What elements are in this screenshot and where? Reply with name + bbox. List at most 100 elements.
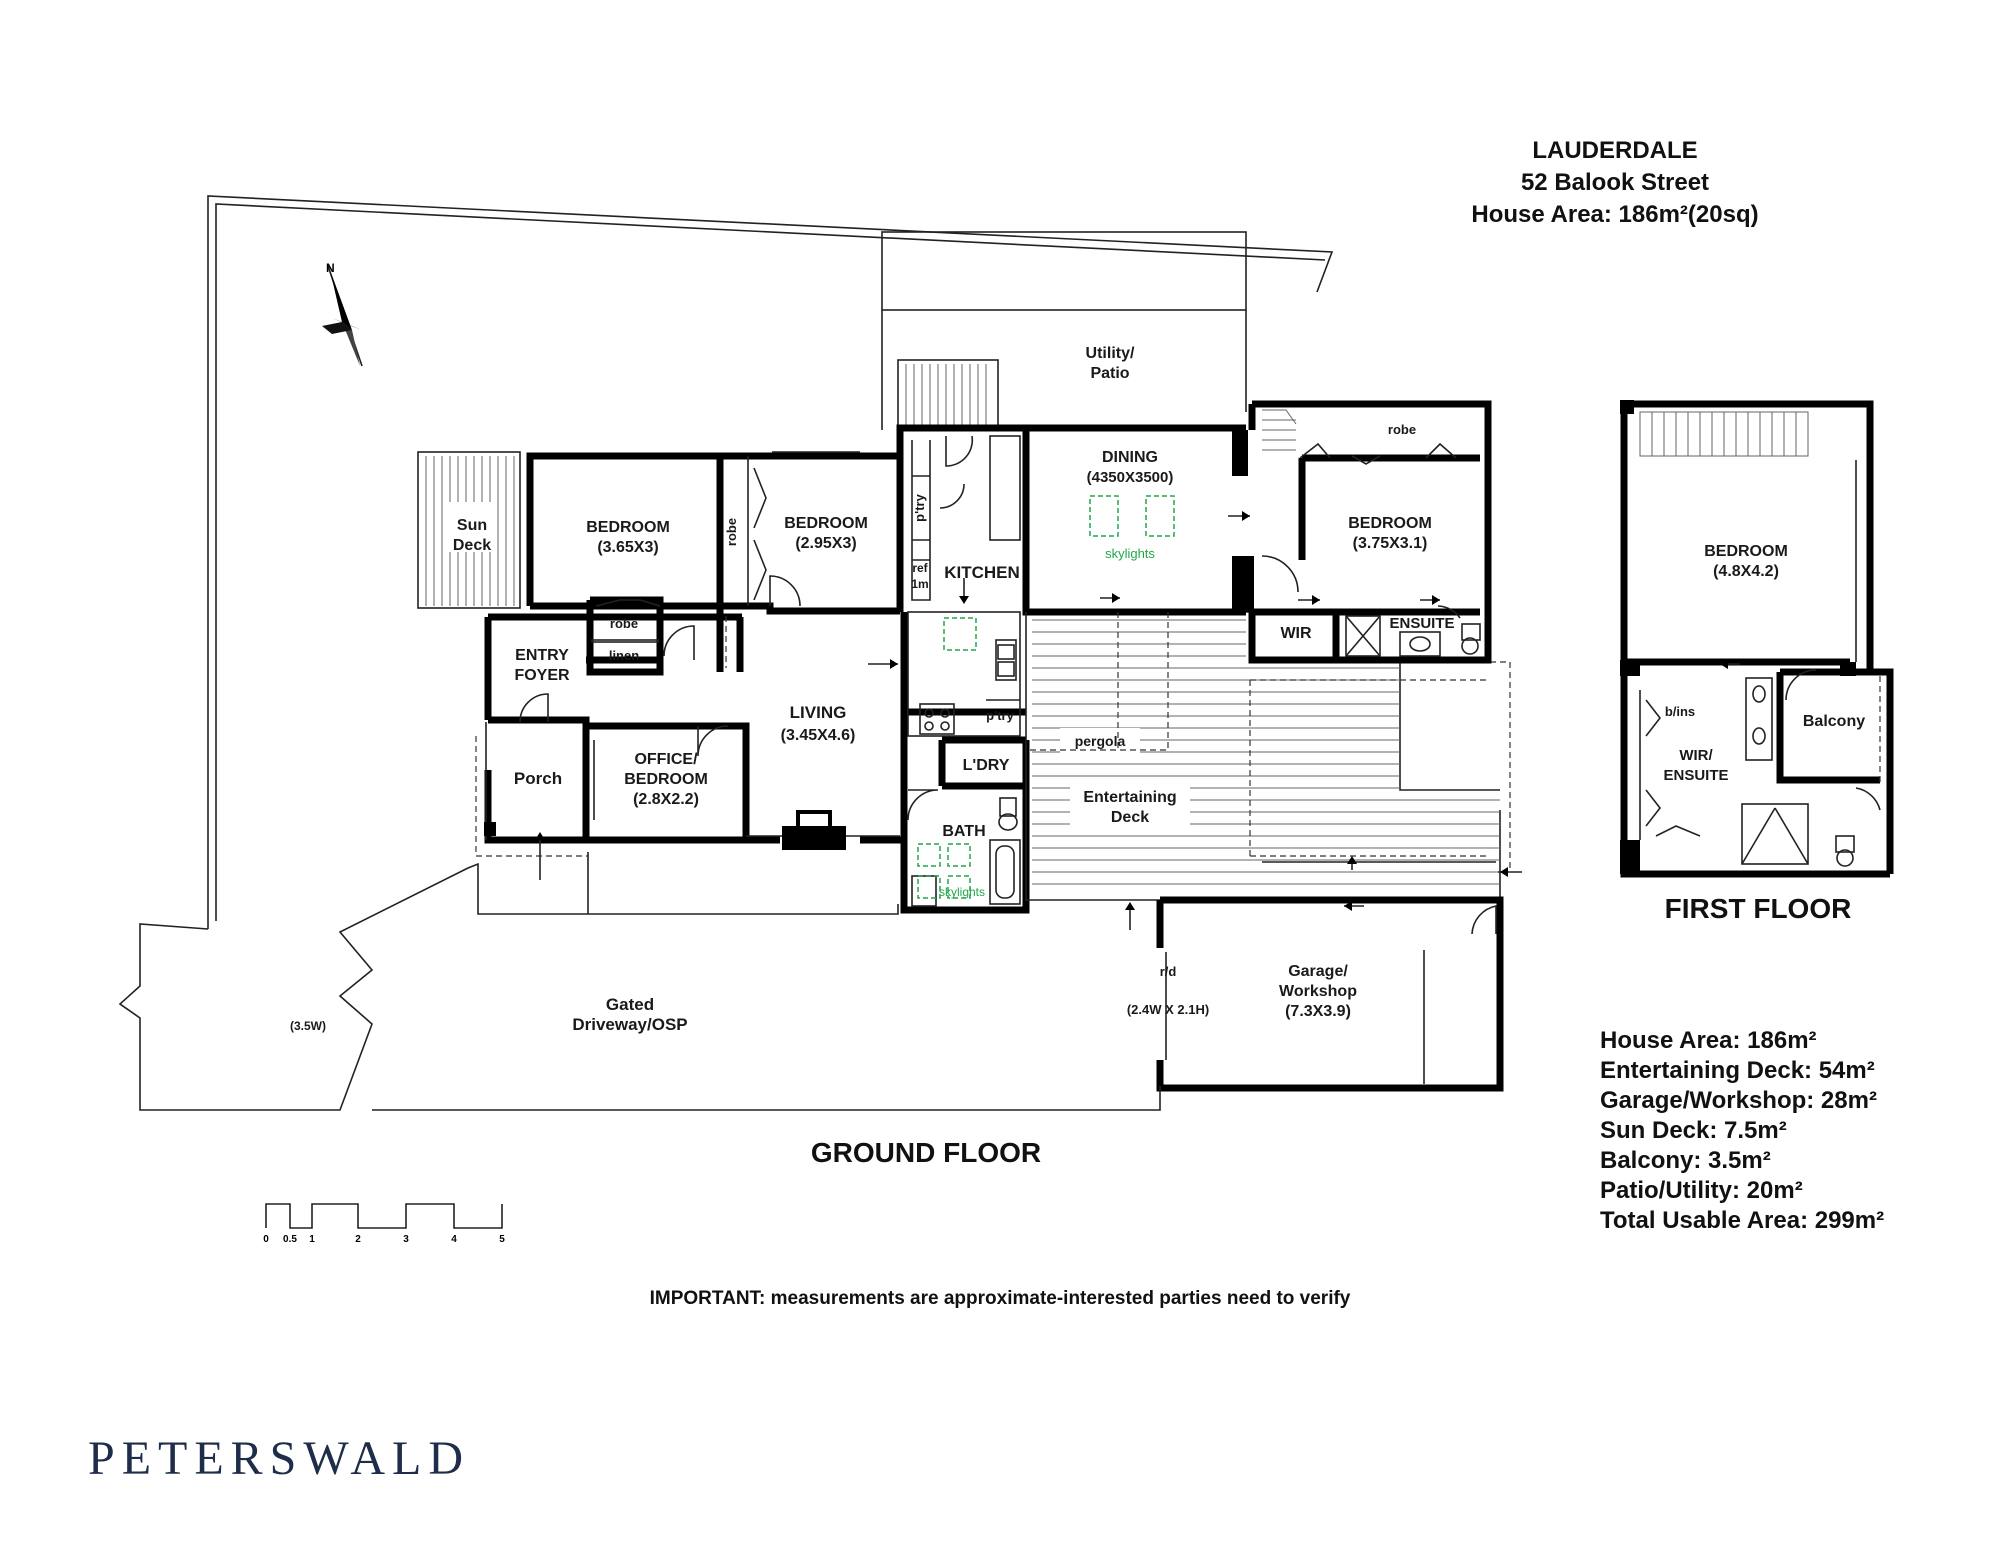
- summary-house-area: House Area: 186m²: [1600, 1027, 1817, 1054]
- site-boundary: [118, 195, 1334, 1111]
- summary-balcony: Balcony: 3.5m²: [1600, 1147, 1771, 1174]
- ref-label-1: ref: [912, 561, 928, 575]
- garage-dim: (7.3X3.9): [1285, 1003, 1351, 1020]
- scale-5: 5: [499, 1234, 505, 1245]
- dining-room: DINING (4350X3500) skylights: [1087, 430, 1250, 612]
- linen-label: linen: [609, 648, 639, 663]
- bedroom3-label: BEDROOM: [1348, 515, 1432, 532]
- ff-bedroom-label: BEDROOM: [1704, 543, 1788, 560]
- laundry-bath: L'DRY BATH skylights: [907, 757, 1021, 907]
- garage-label-1: Garage/: [1288, 963, 1348, 980]
- driveway: Gated Driveway/OSP (3.5W): [290, 995, 1161, 1111]
- living-room: LIVING (3.45X4.6): [746, 659, 900, 837]
- bedroom1-label: BEDROOM: [586, 519, 670, 536]
- ref-label-2: 1m: [911, 577, 928, 591]
- office-dim: (2.8X2.2): [633, 791, 699, 808]
- driveway-width-label: (3.5W): [290, 1019, 326, 1033]
- scale-4: 4: [451, 1234, 457, 1245]
- garage-workshop: Garage/ Workshop (7.3X3.9) r/d (2.4W X 2…: [1127, 896, 1504, 1092]
- north-arrow-icon: N: [322, 261, 363, 367]
- entry-label-1: ENTRY: [515, 647, 569, 664]
- office-bedroom: OFFICE/ BEDROOM (2.8X2.2): [593, 725, 729, 820]
- address: 52 Balook Street: [1521, 169, 1709, 196]
- robe-small-label: robe: [610, 616, 638, 631]
- summary-sun-deck: Sun Deck: 7.5m²: [1600, 1117, 1787, 1144]
- garage-label-2: Workshop: [1279, 983, 1357, 1000]
- office-label-2: BEDROOM: [624, 771, 708, 788]
- summary-garage: Garage/Workshop: 28m²: [1600, 1087, 1877, 1114]
- roller-door-dim: (2.4W X 2.1H): [1127, 1002, 1209, 1017]
- skylights-dining-label: skylights: [1105, 546, 1155, 561]
- dining-dim: (4350X3500): [1087, 469, 1174, 486]
- pergola-label: pergola: [1075, 733, 1126, 749]
- wir-label: WIR: [1280, 625, 1312, 642]
- living-dim: (3.45X4.6): [781, 727, 856, 744]
- scale-bar: 0 0.5 1 2 3 4 5: [263, 1203, 505, 1245]
- bedroom2-label: BEDROOM: [784, 515, 868, 532]
- porch-area: Porch ENTRY FOYER: [475, 647, 589, 914]
- ff-wir-label-2: ENSUITE: [1663, 767, 1728, 784]
- bath-label: BATH: [942, 823, 985, 840]
- kitchen-label: KITCHEN: [944, 563, 1020, 582]
- utility-stairs: [905, 364, 987, 426]
- kitchen: p'try ref 1m KITCHEN p'try: [907, 435, 1021, 737]
- bedroom-3-wing: robe BEDROOM (3.75X3.1) WIR ENSUITE: [1236, 400, 1492, 664]
- deck-boards: [1032, 619, 1500, 885]
- laundry-label: L'DRY: [963, 757, 1010, 774]
- robe3-label: robe: [1388, 422, 1416, 437]
- pantry1-label: p'try: [912, 493, 927, 521]
- living-label: LIVING: [790, 703, 847, 722]
- entertaining-deck: pergola Entertaining Deck: [1025, 611, 1522, 930]
- driveway-label-1: Gated: [606, 995, 654, 1014]
- property-header: LAUDERDALE 52 Balook Street House Area: …: [1471, 137, 1758, 228]
- first-floor-plan: BEDROOM (4.8X4.2) b/ins WIR/ ENSUITE Bal…: [1620, 400, 1894, 878]
- robe-linen-block: robe linen: [586, 599, 695, 672]
- scale-2: 2: [355, 1234, 361, 1245]
- robe-bedroom2-label: robe: [724, 518, 739, 546]
- porch-label: Porch: [514, 769, 562, 788]
- utility-label-1: Utility/: [1086, 345, 1135, 362]
- skylights-bath-label: skylights: [939, 885, 985, 899]
- bedroom1-dim: (3.65X3): [597, 539, 658, 556]
- bedroom2-dim: (2.95X3): [795, 535, 856, 552]
- bedroom3-stairs: [1262, 409, 1297, 451]
- ensuite-label: ENSUITE: [1389, 615, 1454, 632]
- deck-label-2: Deck: [1111, 809, 1149, 826]
- suburb: LAUDERDALE: [1532, 137, 1697, 164]
- ff-wir-label-1: WIR/: [1679, 747, 1713, 764]
- area-summary: House Area: 186m² Entertaining Deck: 54m…: [1600, 1027, 1884, 1234]
- sun-deck: Sun Deck: [417, 451, 521, 609]
- scale-05: 0.5: [283, 1234, 297, 1245]
- balcony-label: Balcony: [1803, 713, 1865, 730]
- entry-label-2: FOYER: [514, 667, 570, 684]
- first-floor-stairs: [1639, 411, 1809, 457]
- scale-0: 0: [263, 1234, 269, 1245]
- sun-deck-label-1: Sun: [457, 517, 487, 534]
- roller-door-label: r/d: [1160, 964, 1177, 979]
- scale-3: 3: [403, 1234, 409, 1245]
- summary-patio: Patio/Utility: 20m²: [1600, 1177, 1803, 1204]
- utility-patio: Utility/ Patio: [881, 231, 1247, 430]
- ground-floor-title: GROUND FLOOR: [811, 1137, 1041, 1168]
- ff-bedroom-dim: (4.8X4.2): [1713, 563, 1779, 580]
- bedroom-1: BEDROOM (3.65X3): [586, 519, 670, 556]
- office-label-1: OFFICE/: [634, 751, 698, 768]
- brand-logo: PETERSWALD: [88, 1432, 470, 1485]
- dining-label: DINING: [1102, 449, 1158, 466]
- ground-floor-walls: [484, 424, 1246, 914]
- north-label: N: [326, 261, 335, 275]
- bedroom-2: robe BEDROOM (2.95X3): [724, 451, 868, 668]
- bedroom3-dim: (3.75X3.1): [1353, 535, 1428, 552]
- scale-1: 1: [309, 1234, 315, 1245]
- measurement-notice: IMPORTANT: measurements are approximate-…: [650, 1288, 1351, 1309]
- house-area-header: House Area: 186m²(20sq): [1471, 201, 1758, 228]
- driveway-label-2: Driveway/OSP: [572, 1015, 687, 1034]
- sun-deck-label-2: Deck: [453, 537, 491, 554]
- deck-label-1: Entertaining: [1083, 789, 1176, 806]
- pantry2-label: p'try: [986, 708, 1014, 723]
- utility-label-2: Patio: [1090, 365, 1129, 382]
- summary-total: Total Usable Area: 299m²: [1600, 1207, 1884, 1234]
- bins-label: b/ins: [1665, 704, 1695, 719]
- first-floor-title: FIRST FLOOR: [1665, 893, 1852, 924]
